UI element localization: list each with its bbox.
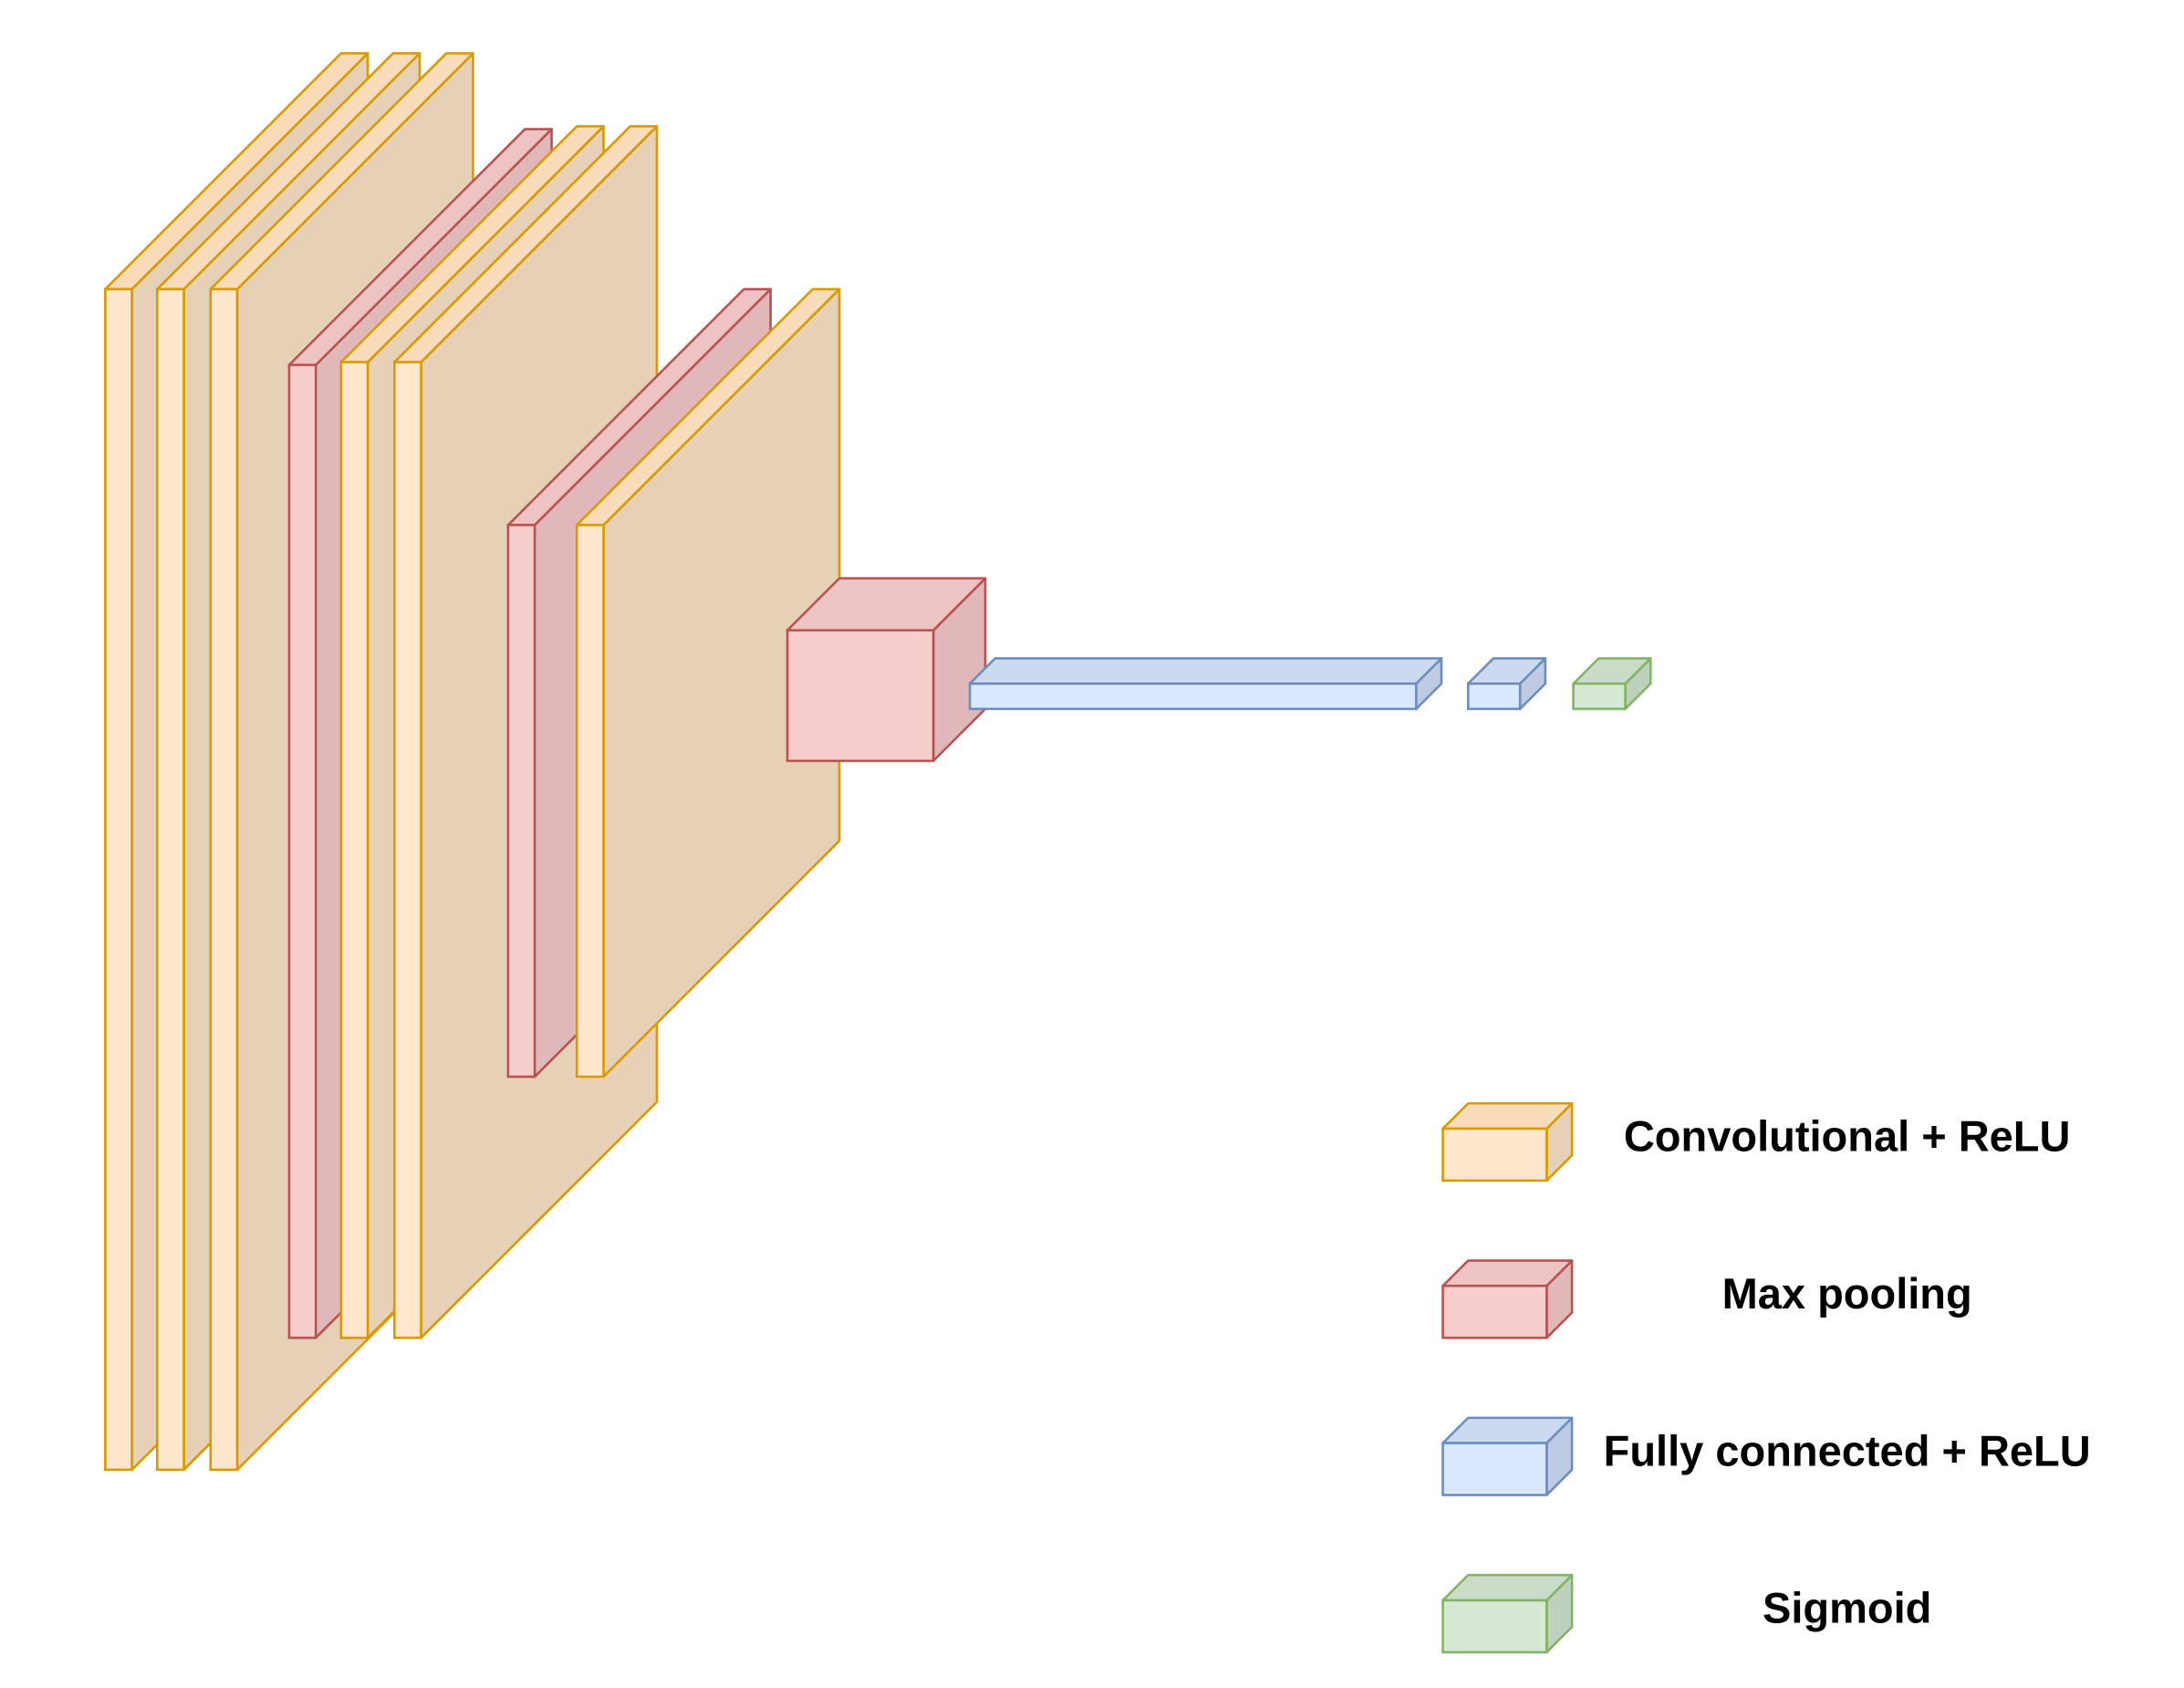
legend-label-fc: Fully connected + ReLU	[1604, 1426, 2091, 1474]
layer-10-fc-top-face	[968, 657, 1443, 685]
layer-1-conv-front-face	[104, 287, 133, 1472]
layer-8-conv	[576, 287, 841, 1078]
legend-swatch-pool-front-face	[1441, 1284, 1548, 1339]
layer-12-sigmoid-front-face	[1572, 682, 1627, 711]
layer-2-conv-front-face	[156, 287, 185, 1472]
layer-9-pool-front-face	[785, 629, 935, 763]
layer-7-pool-front-face	[506, 524, 536, 1078]
layer-8-conv-front-face	[576, 524, 605, 1078]
legend-item-sigmoid: Sigmoid	[1441, 1573, 1931, 1654]
layer-11-fc	[1466, 657, 1547, 711]
layer-9-pool	[785, 577, 987, 763]
legend-swatch-sigmoid	[1441, 1573, 1574, 1654]
legend-swatch-sigmoid-front-face	[1441, 1599, 1548, 1654]
layer-5-conv-front-face	[339, 360, 369, 1339]
layer-3-conv-front-face	[209, 287, 239, 1472]
legend-label-sigmoid: Sigmoid	[1763, 1584, 1931, 1632]
layer-12-sigmoid	[1572, 657, 1652, 711]
layer-6-conv-front-face	[393, 360, 422, 1339]
network-layers	[104, 52, 1652, 1472]
legend-swatch-conv	[1441, 1101, 1574, 1183]
legend-label-pool: Max pooling	[1722, 1269, 1972, 1318]
legend-swatch-pool	[1441, 1259, 1574, 1339]
legend-label-conv: Convolutional + ReLU	[1624, 1112, 2071, 1161]
layer-11-fc-front-face	[1466, 682, 1522, 711]
layer-10-fc	[968, 657, 1443, 711]
legend-item-conv: Convolutional + ReLU	[1441, 1101, 2071, 1183]
legend-swatch-conv-front-face	[1441, 1127, 1548, 1183]
legend-item-pool: Max pooling	[1441, 1259, 1972, 1339]
layer-10-fc-front-face	[968, 682, 1418, 711]
legend-swatch-fc	[1441, 1416, 1574, 1496]
legend-item-fc: Fully connected + ReLU	[1441, 1416, 2091, 1496]
legend-swatch-fc-front-face	[1441, 1442, 1548, 1496]
layer-4-pool-front-face	[287, 363, 317, 1339]
